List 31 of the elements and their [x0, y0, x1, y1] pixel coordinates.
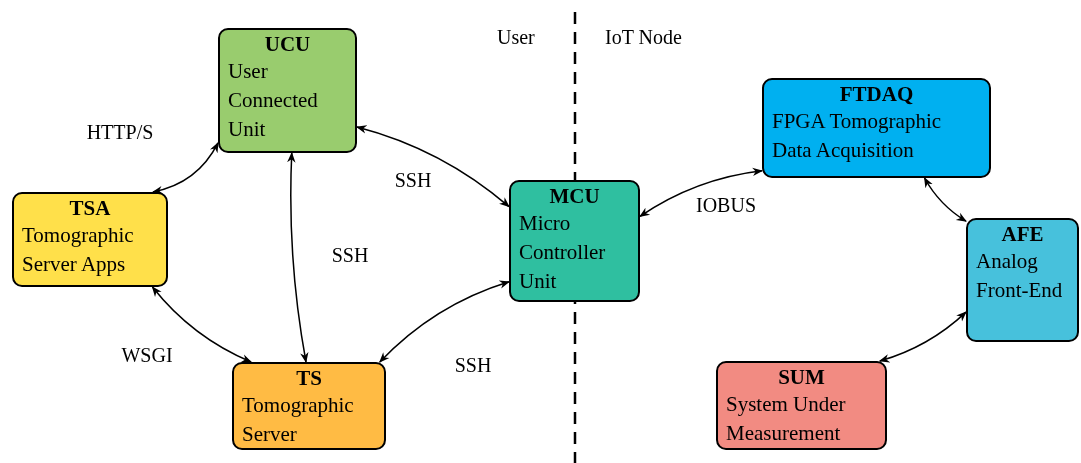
- double-arrow: [151, 286, 253, 363]
- double-arrow: [287, 151, 309, 364]
- box-description: Analog Front-End: [976, 248, 1064, 304]
- box-description: User Connected Unit: [228, 58, 319, 143]
- box-description: System Under Measurement: [726, 391, 847, 447]
- box-description: Tomographic Server Apps: [22, 222, 135, 278]
- double-arrow: [151, 142, 219, 194]
- box-description: Tomographic Server: [242, 392, 355, 448]
- box-heading: UCU: [263, 32, 312, 57]
- process-box: [12, 192, 168, 287]
- process-box: [762, 78, 991, 178]
- double-arrow: [878, 311, 967, 363]
- process-box: [716, 361, 887, 450]
- box-description: FPGA Tomographic Data Acquisition: [772, 108, 943, 164]
- double-arrow: [356, 125, 510, 208]
- box-heading: TSA: [68, 196, 112, 221]
- box-description: Micro Controller Unit: [519, 210, 607, 295]
- box-heading: FTDAQ: [838, 82, 915, 107]
- box-heading: TS: [295, 366, 323, 391]
- double-arrow: [639, 167, 764, 218]
- region-label: User: [497, 26, 535, 49]
- box-heading: AFE: [1000, 222, 1045, 247]
- process-box: [966, 218, 1079, 342]
- box-heading: MCU: [548, 184, 601, 209]
- double-arrow: [923, 177, 967, 222]
- double-arrow: [379, 280, 510, 363]
- process-box: [232, 362, 386, 450]
- box-heading: SUM: [777, 365, 826, 390]
- region-label: IoT Node: [605, 26, 682, 49]
- process-box: [218, 28, 357, 153]
- process-box: [509, 180, 640, 302]
